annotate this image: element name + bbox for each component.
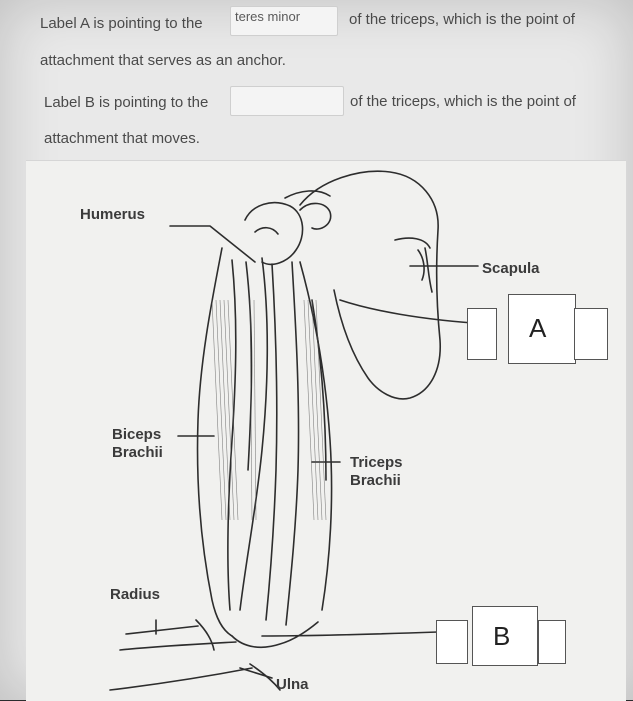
question-a-continuation: attachment that serves as an anchor. (40, 52, 286, 69)
label-biceps-2: Brachii (112, 444, 163, 461)
drop-target-a-letter: A (529, 313, 547, 343)
label-radius: Radius (110, 586, 161, 603)
humerus-head (244, 201, 304, 266)
drop-target-b-letter: B (493, 621, 511, 651)
label-scapula: Scapula (482, 260, 540, 277)
label-triceps-2: Brachii (350, 472, 401, 489)
question-b-prefix: Label B is pointing to the (44, 94, 209, 111)
radius-leader (125, 625, 199, 635)
label-ulna: Ulna (276, 676, 309, 693)
question-a-prefix: Label A is pointing to the (40, 15, 203, 32)
drop-a-left-slot (467, 308, 497, 360)
question-b-continuation: attachment that moves. (44, 130, 200, 147)
humerus-leader (169, 225, 256, 263)
drop-target-b[interactable]: B (472, 606, 538, 666)
scapula-shape (299, 170, 441, 400)
drop-b-left-slot (436, 620, 468, 664)
question-b-suffix: of the triceps, which is the point of (350, 93, 576, 110)
label-triceps-1: Triceps (350, 454, 403, 471)
a-leader (339, 299, 489, 325)
question-a-suffix-wrap: of the triceps, which is the point of (343, 6, 613, 36)
biceps-shape (196, 247, 233, 637)
drop-b-right-slot (538, 620, 566, 664)
label-humerus: Humerus (80, 206, 146, 223)
question-a-suffix: of the triceps, which is the point of (349, 11, 575, 28)
triceps-shape (299, 261, 333, 611)
answer-a-field[interactable]: teres minor (230, 6, 338, 36)
drop-a-right-slot (574, 308, 608, 360)
b-leader (261, 631, 439, 637)
elbow-shape (231, 621, 319, 649)
humerus-shaft (265, 263, 278, 621)
answer-b-field[interactable] (230, 86, 344, 116)
ulna-leader (239, 667, 273, 679)
label-biceps-1: Biceps (112, 426, 162, 443)
answer-a-value: teres minor (235, 9, 301, 24)
drop-target-a[interactable]: A (508, 294, 576, 364)
